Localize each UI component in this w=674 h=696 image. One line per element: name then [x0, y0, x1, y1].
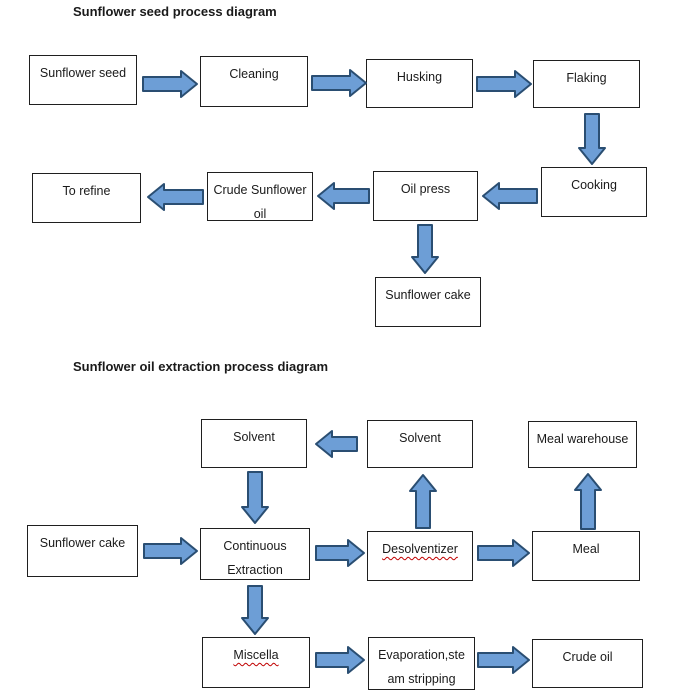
node-to-refine-label: To refine [62, 184, 111, 198]
node-sunflower-cake-s1: Sunflower cake [375, 277, 481, 327]
node-cooking-label: Cooking [571, 178, 617, 192]
node-meal: Meal [532, 531, 640, 581]
node-solvent-right-label: Solvent [399, 431, 441, 445]
node-crude-sunflower-oil-line2: oil [253, 207, 267, 221]
node-continuous-extraction-line1: Continuous [223, 539, 287, 553]
node-meal-warehouse: Meal warehouse [528, 421, 637, 468]
node-solvent-left-label: Solvent [233, 430, 275, 444]
section2-title: Sunflower oil extraction process diagram [73, 359, 329, 374]
node-miscella-label: Miscella [233, 648, 279, 662]
arrow-sunflower-seed-to-cleaning [142, 70, 198, 98]
node-evaporation-steam-stripping: Evaporation,ste am stripping [368, 637, 475, 690]
node-cleaning: Cleaning [200, 56, 308, 107]
node-sunflower-seed-label: Sunflower seed [39, 66, 127, 80]
arrow-crude-sunflower-oil-to-to-refine [147, 183, 204, 211]
arrow-continuous-extraction-to-miscella [241, 585, 269, 635]
arrow-evaporation-to-crude-oil [477, 646, 530, 674]
node-oil-press: Oil press [373, 171, 478, 221]
node-cooking: Cooking [541, 167, 647, 217]
arrow-solvent-left-to-continuous-extraction [241, 471, 269, 524]
node-flaking-label: Flaking [566, 71, 607, 85]
node-husking-label: Husking [396, 70, 443, 84]
node-crude-sunflower-oil: Crude Sunflower oil [207, 172, 313, 221]
node-flaking: Flaking [533, 60, 640, 108]
arrow-cleaning-to-husking [311, 69, 367, 97]
node-continuous-extraction: Continuous Extraction [200, 528, 310, 580]
node-solvent-right: Solvent [367, 420, 473, 468]
node-oil-press-label: Oil press [400, 182, 451, 196]
arrow-oil-press-to-crude-sunflower-oil [317, 182, 370, 210]
arrow-meal-to-meal-warehouse [574, 473, 602, 530]
node-sunflower-cake-s2-label: Sunflower cake [39, 536, 126, 550]
arrow-sunflower-cake-to-continuous-extraction [143, 537, 198, 565]
node-miscella: Miscella [202, 637, 310, 688]
node-desolventizer-label: Desolventizer [382, 542, 458, 556]
node-sunflower-cake-s2: Sunflower cake [27, 525, 138, 577]
arrow-desolventizer-to-meal [477, 539, 530, 567]
arrow-miscella-to-evaporation [315, 646, 365, 674]
node-evaporation-line2: am stripping [387, 672, 456, 686]
arrow-oil-press-to-sunflower-cake [411, 224, 439, 274]
arrow-flaking-to-cooking [578, 113, 606, 165]
node-to-refine: To refine [32, 173, 141, 223]
node-sunflower-cake-s1-label: Sunflower cake [385, 288, 471, 302]
arrow-cooking-to-oil-press [482, 182, 538, 210]
arrow-solvent-right-to-solvent-left [315, 430, 358, 458]
node-meal-warehouse-label: Meal warehouse [536, 432, 629, 446]
arrow-desolventizer-to-solvent-right [409, 474, 437, 529]
arrow-husking-to-flaking [476, 70, 532, 98]
node-continuous-extraction-line2: Extraction [227, 563, 283, 577]
node-solvent-left: Solvent [201, 419, 307, 468]
node-evaporation-line1: Evaporation,ste [378, 648, 465, 662]
node-crude-oil: Crude oil [532, 639, 643, 688]
node-meal-label: Meal [572, 542, 600, 556]
node-crude-oil-label: Crude oil [562, 650, 613, 664]
node-desolventizer: Desolventizer [367, 531, 473, 581]
node-cleaning-label: Cleaning [229, 67, 279, 81]
node-sunflower-seed: Sunflower seed [29, 55, 137, 105]
node-crude-sunflower-oil-line1: Crude Sunflower [213, 183, 307, 197]
arrow-continuous-extraction-to-desolventizer [315, 539, 365, 567]
section1-title: Sunflower seed process diagram [73, 4, 277, 19]
node-husking: Husking [366, 59, 473, 108]
